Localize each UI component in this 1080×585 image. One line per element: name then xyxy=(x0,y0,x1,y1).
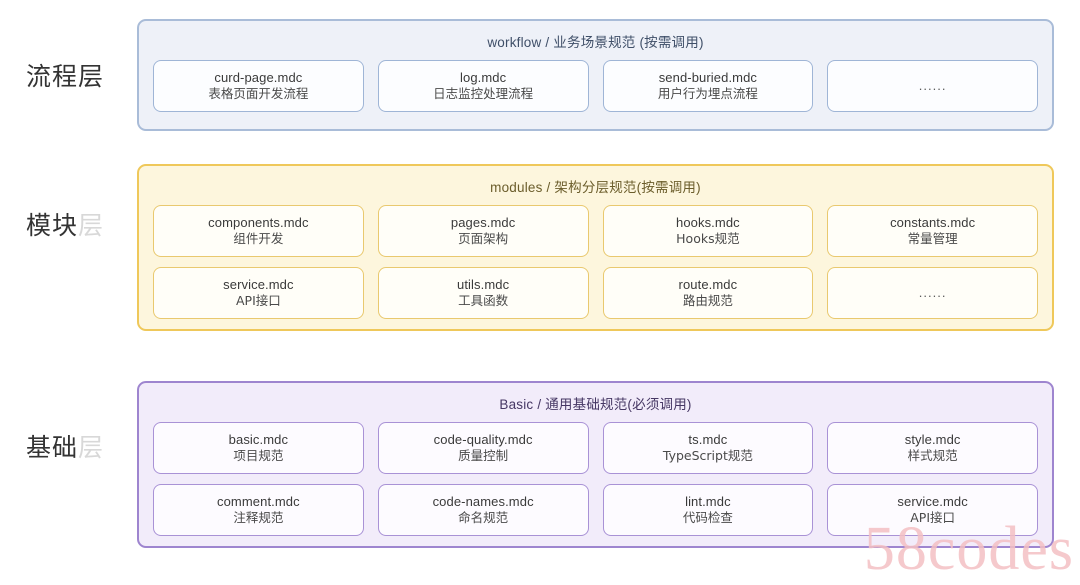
card-ellipsis: ...... xyxy=(918,285,947,301)
section-panel-modules: modules / 架构分层规范(按需调用) components.mdc 组件… xyxy=(137,164,1054,331)
card-subtitle: 常量管理 xyxy=(907,231,958,247)
card-service-basic[interactable]: service.mdc API接口 xyxy=(827,484,1038,536)
card-utils[interactable]: utils.mdc 工具函数 xyxy=(377,267,589,319)
card-subtitle: 代码检查 xyxy=(682,510,733,526)
card-code-quality[interactable]: code-quality.mdc 质量控制 xyxy=(377,422,589,474)
card-code-names[interactable]: code-names.mdc 命名规范 xyxy=(377,484,589,536)
section-header-basic: Basic / 通用基础规范(必须调用) xyxy=(499,397,692,412)
card-style[interactable]: style.mdc 样式规范 xyxy=(827,422,1038,474)
section-panel-workflow: workflow / 业务场景规范 (按需调用) curd-page.mdc 表… xyxy=(137,19,1054,131)
card-subtitle: 页面架构 xyxy=(458,231,509,247)
card-title: service.mdc xyxy=(897,493,968,509)
card-subtitle: 注释规范 xyxy=(233,510,284,526)
card-title: pages.mdc xyxy=(450,214,516,230)
card-subtitle: API接口 xyxy=(910,510,956,526)
card-title: components.mdc xyxy=(208,214,309,230)
layer-label-flow-text: 流程层 xyxy=(26,62,105,91)
card-subtitle: 路由规范 xyxy=(682,293,733,309)
card-hooks[interactable]: hooks.mdc Hooks规范 xyxy=(602,205,814,257)
card-grid-basic: basic.mdc 项目规范 code-quality.mdc 质量控制 ts.… xyxy=(139,422,1052,548)
card-title: log.mdc xyxy=(460,69,507,85)
card-grid-workflow: curd-page.mdc 表格页面开发流程 log.mdc 日志监控处理流程 … xyxy=(139,60,1052,124)
card-subtitle: 组件开发 xyxy=(233,231,284,247)
card-service-modules[interactable]: service.mdc API接口 xyxy=(153,267,364,319)
layer-label-basic-text: 基础 xyxy=(26,433,79,462)
layer-label-basic-ghost: 层 xyxy=(78,433,105,462)
card-constants[interactable]: constants.mdc 常量管理 xyxy=(827,205,1038,257)
card-curd-page[interactable]: curd-page.mdc 表格页面开发流程 xyxy=(153,60,364,112)
card-title: utils.mdc xyxy=(457,276,510,292)
layer-label-module: 模块层 xyxy=(26,212,136,240)
section-panel-basic: Basic / 通用基础规范(必须调用) basic.mdc 项目规范 code… xyxy=(137,381,1054,548)
card-subtitle: 命名规范 xyxy=(458,510,509,526)
card-title: hooks.mdc xyxy=(675,214,740,230)
card-more-workflow[interactable]: ...... xyxy=(827,60,1038,112)
card-comment[interactable]: comment.mdc 注释规范 xyxy=(153,484,364,536)
section-header-modules: modules / 架构分层规范(按需调用) xyxy=(490,180,701,195)
card-title: comment.mdc xyxy=(217,493,300,509)
card-title: style.mdc xyxy=(904,431,961,447)
card-subtitle: 样式规范 xyxy=(907,448,958,464)
card-lint[interactable]: lint.mdc 代码检查 xyxy=(602,484,814,536)
card-grid-modules: components.mdc 组件开发 pages.mdc 页面架构 hooks… xyxy=(139,205,1052,331)
layer-label-module-ghost: 层 xyxy=(78,211,105,240)
card-subtitle: 用户行为埋点流程 xyxy=(657,86,758,102)
card-subtitle: Hooks规范 xyxy=(676,231,740,247)
card-ts[interactable]: ts.mdc TypeScript规范 xyxy=(602,422,814,474)
card-subtitle: 表格页面开发流程 xyxy=(208,86,309,102)
card-title: curd-page.mdc xyxy=(214,69,303,85)
card-subtitle: 工具函数 xyxy=(458,293,509,309)
section-header-workflow: workflow / 业务场景规范 (按需调用) xyxy=(487,35,704,50)
card-components[interactable]: components.mdc 组件开发 xyxy=(153,205,364,257)
layer-label-flow: 流程层 xyxy=(26,63,136,91)
layer-label-module-text: 模块 xyxy=(26,211,79,240)
card-title: lint.mdc xyxy=(685,493,731,509)
card-route[interactable]: route.mdc 路由规范 xyxy=(602,267,814,319)
card-more-modules[interactable]: ...... xyxy=(827,267,1038,319)
card-subtitle: 项目规范 xyxy=(233,448,284,464)
card-subtitle: 质量控制 xyxy=(458,448,509,464)
card-title: basic.mdc xyxy=(228,431,289,447)
card-basic[interactable]: basic.mdc 项目规范 xyxy=(153,422,364,474)
card-subtitle: API接口 xyxy=(235,293,281,309)
card-title: service.mdc xyxy=(223,276,294,292)
card-subtitle: TypeScript规范 xyxy=(662,448,753,464)
card-title: send-buried.mdc xyxy=(658,69,758,85)
layer-label-basic: 基础层 xyxy=(26,434,136,462)
card-send-buried[interactable]: send-buried.mdc 用户行为埋点流程 xyxy=(602,60,814,112)
card-title: code-quality.mdc xyxy=(433,431,533,447)
card-title: constants.mdc xyxy=(890,214,976,230)
card-subtitle: 日志监控处理流程 xyxy=(433,86,534,102)
card-pages[interactable]: pages.mdc 页面架构 xyxy=(377,205,589,257)
card-ellipsis: ...... xyxy=(918,78,947,94)
card-title: ts.mdc xyxy=(688,431,728,447)
card-title: route.mdc xyxy=(678,276,738,292)
card-title: code-names.mdc xyxy=(432,493,534,509)
card-log[interactable]: log.mdc 日志监控处理流程 xyxy=(377,60,589,112)
